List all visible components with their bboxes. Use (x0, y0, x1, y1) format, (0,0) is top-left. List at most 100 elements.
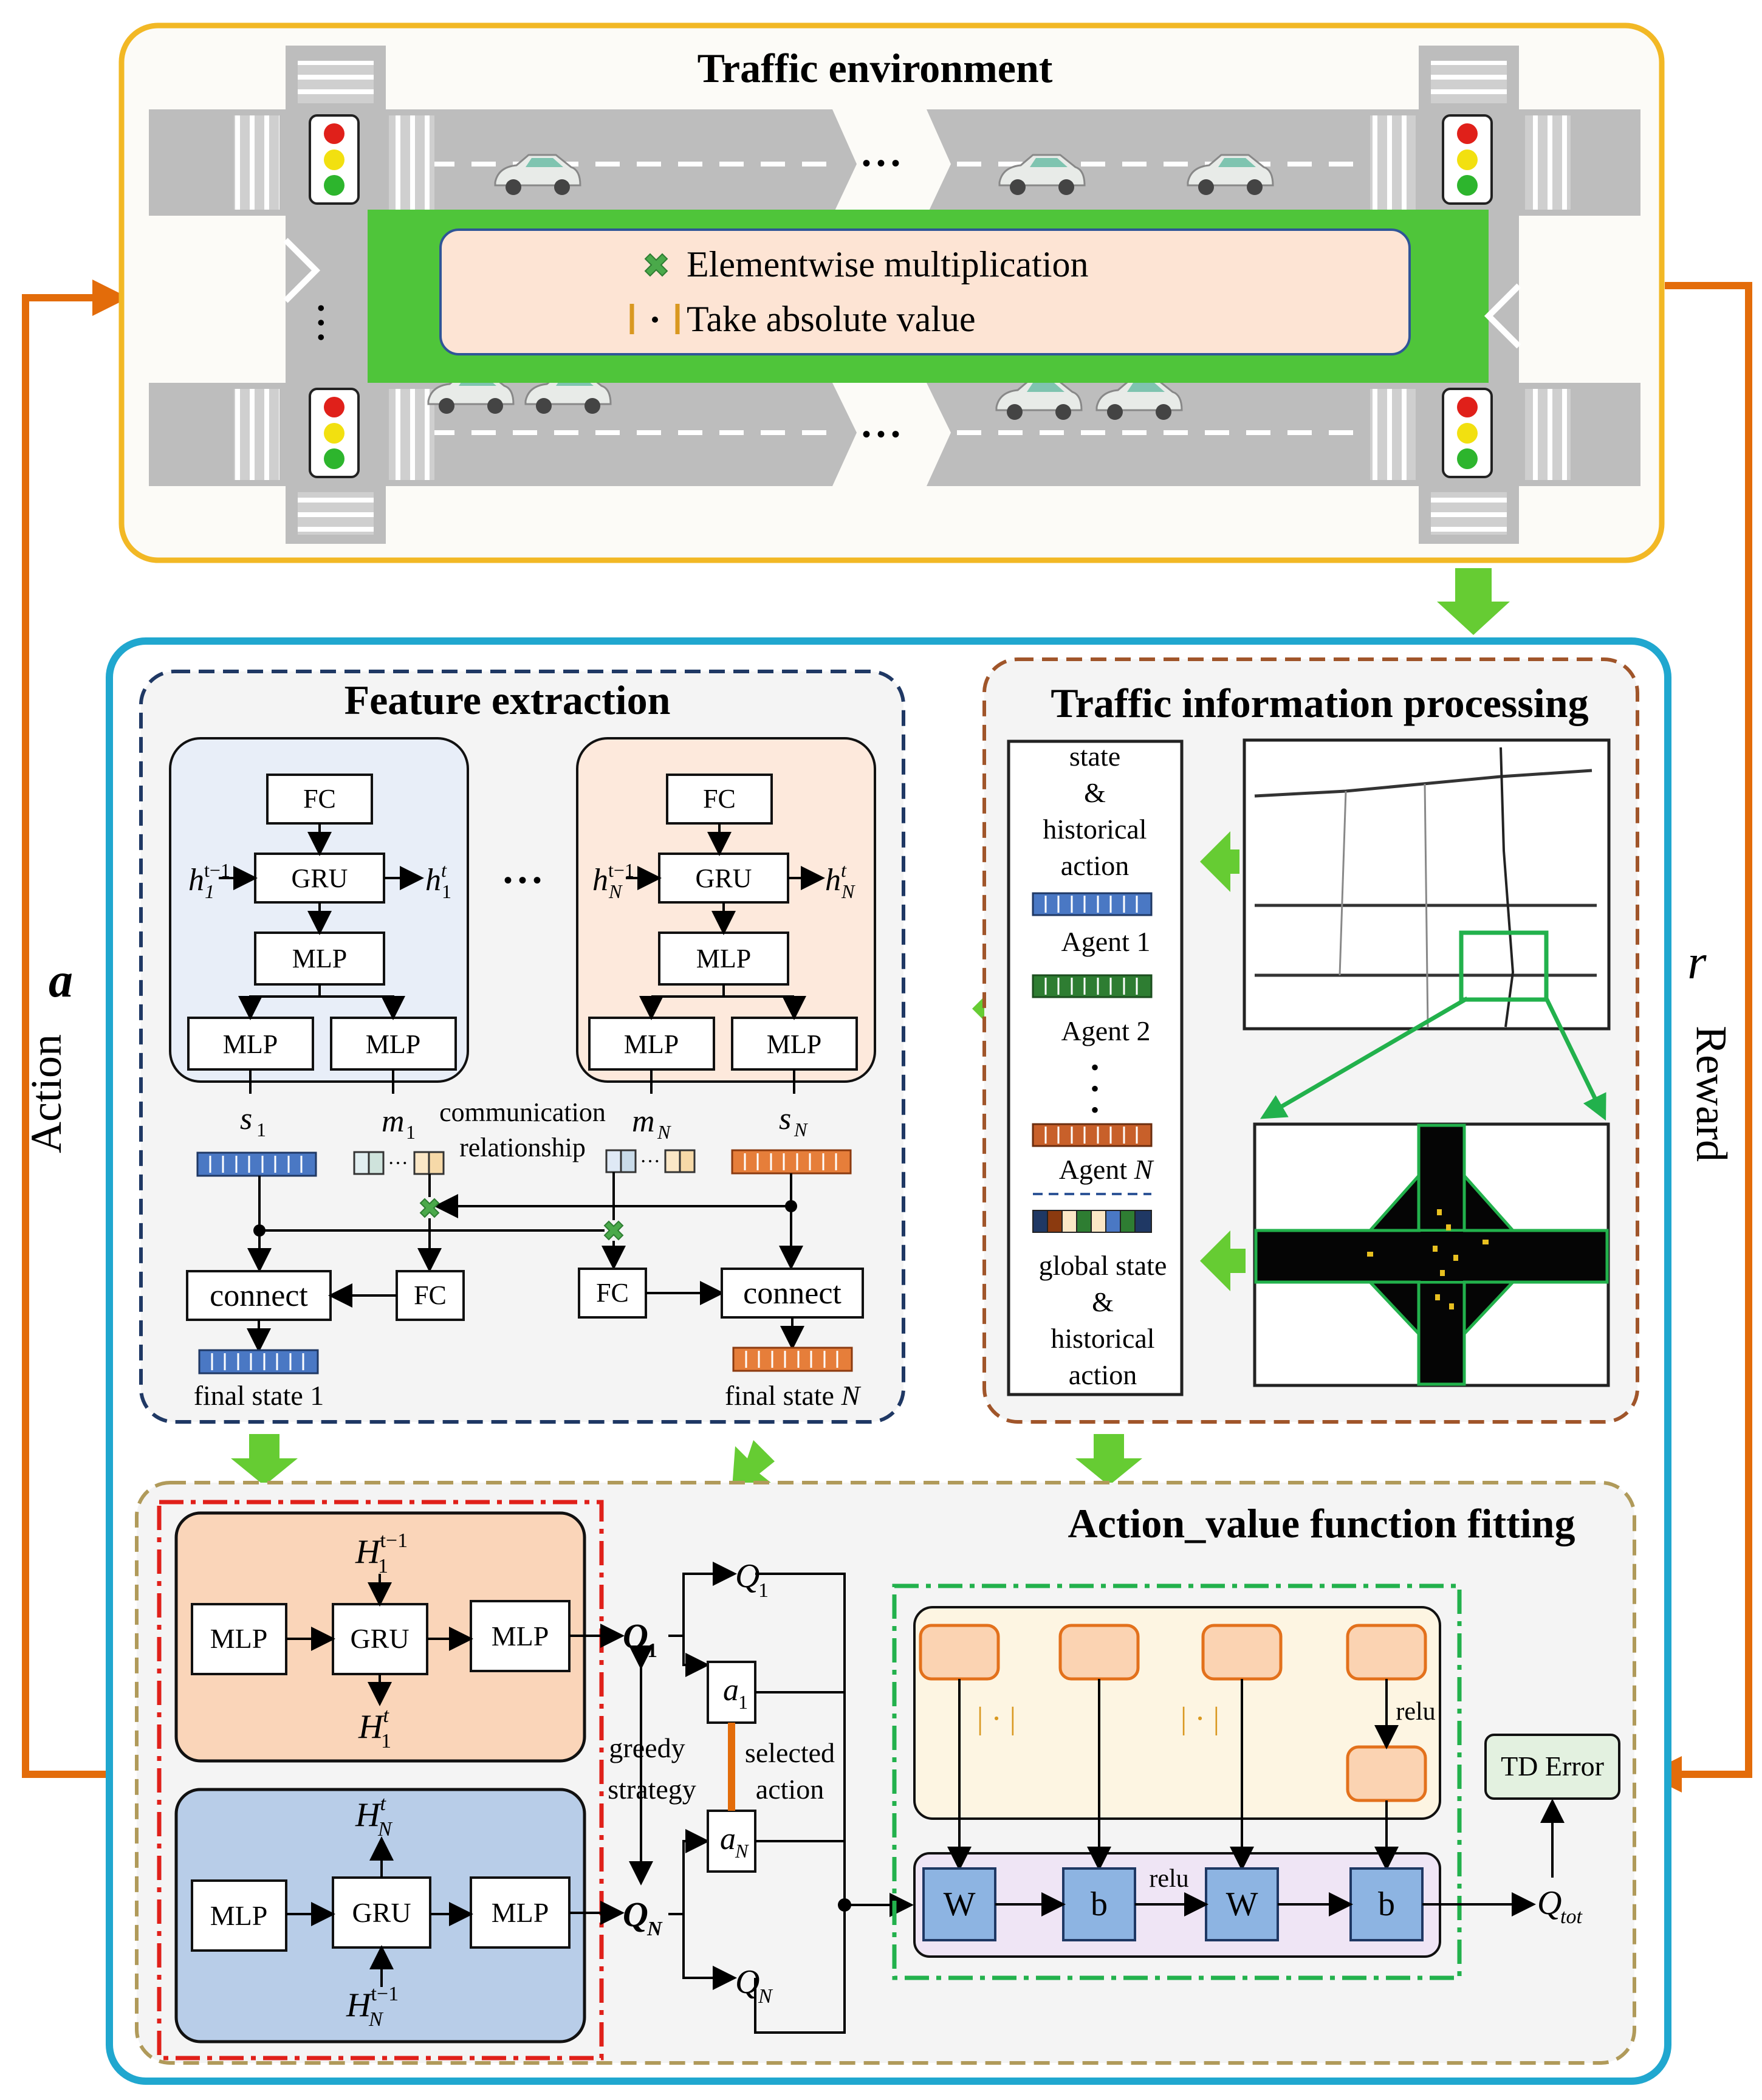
svg-text:MLP: MLP (292, 944, 347, 973)
hyper-node (1201, 1624, 1283, 1681)
svg-text:tot: tot (1560, 1906, 1583, 1928)
svg-text:1: 1 (256, 1119, 266, 1141)
svg-text:MLP: MLP (210, 1623, 268, 1654)
svg-text:N: N (794, 1119, 808, 1141)
env-dots-bottom: • • • (862, 420, 900, 448)
svg-text:1: 1 (381, 1730, 391, 1752)
svg-text:MLP: MLP (210, 1900, 268, 1931)
h1-prev: ht−1 (188, 859, 230, 897)
svg-text:GRU: GRU (292, 863, 348, 893)
svg-text:action: action (1069, 1359, 1137, 1390)
flow-arrow-icon (1200, 831, 1239, 892)
svg-text:GRU: GRU (350, 1623, 409, 1654)
abs-icon: | · | (977, 1701, 1016, 1736)
svg-text:1: 1 (442, 880, 451, 902)
sN-label: s (779, 1102, 791, 1136)
HN-prev: Ht−1 (346, 1983, 399, 2024)
svg-text:MLP: MLP (624, 1029, 679, 1059)
fe-dots: • • • (504, 866, 541, 894)
agentN-label: Agent N (1059, 1154, 1154, 1185)
svg-text:1: 1 (378, 1555, 388, 1577)
svg-text:N: N (646, 1918, 663, 1940)
svg-text:&: & (1092, 1286, 1114, 1317)
svg-text:b: b (1091, 1886, 1108, 1923)
env-dots-top: • • • (862, 149, 900, 177)
svg-text:W: W (944, 1886, 976, 1923)
svg-text:MLP: MLP (366, 1029, 420, 1059)
multiply-icon (644, 253, 668, 277)
action-label: Action (22, 1034, 70, 1153)
svg-text:1: 1 (406, 1121, 416, 1143)
multiply-icon (419, 1198, 440, 1218)
agent2-label: Agent 2 (1061, 1015, 1151, 1046)
agent-network-group (157, 1500, 604, 2061)
svg-text:N: N (377, 1818, 393, 1841)
abs-icon (629, 304, 680, 334)
Q1-out-label: Q (735, 1557, 759, 1595)
svg-text:&: & (1084, 777, 1106, 808)
hyper-node (1346, 1624, 1427, 1681)
tip-title: Traffic information processing (1051, 680, 1588, 726)
state-vector-N (731, 1149, 852, 1175)
legend-multiply-text: Elementwise multiplication (687, 244, 1089, 284)
fc-box (396, 1270, 465, 1321)
svg-text:connect: connect (743, 1276, 842, 1311)
multiply-icon (603, 1220, 624, 1241)
car-icon (1095, 379, 1183, 420)
car-icon (494, 154, 581, 195)
traffic-light-icon (309, 114, 360, 205)
hyper-node (919, 1624, 1000, 1681)
map-selection-box (1459, 930, 1549, 1002)
gru-box (658, 853, 789, 904)
feature-extraction-panel: Feature extraction FC GRU MLP MLP MLP ht… (139, 670, 905, 1424)
flow-arrow-icon (1200, 1230, 1246, 1291)
flow-arrow-icon (231, 1434, 298, 1486)
state-vector-1 (196, 1151, 317, 1177)
svg-text:MLP: MLP (696, 944, 751, 973)
svg-text:•: • (1091, 1096, 1099, 1124)
mlp-state-box (187, 1017, 314, 1071)
svg-text:GRU: GRU (352, 1897, 411, 1928)
td-error-box (1484, 1734, 1620, 1800)
svg-text:action: action (1061, 850, 1129, 881)
Qtot-label: Q (1537, 1884, 1561, 1922)
svg-text:MLP: MLP (492, 1897, 549, 1928)
car-icon (1187, 154, 1274, 195)
s1-label: s (240, 1102, 252, 1136)
svg-text:FC: FC (703, 784, 736, 814)
svg-text:W: W (1226, 1886, 1258, 1923)
weight-box (922, 1867, 996, 1941)
hN-prev: ht−1 (592, 859, 634, 897)
hyper-node (1058, 1624, 1140, 1681)
fe-title: Feature extraction (345, 677, 671, 723)
action-label: action (756, 1774, 824, 1805)
car-icon (995, 379, 1083, 420)
history-vector-orange (1032, 1123, 1153, 1147)
history-vector-blue (1032, 892, 1153, 916)
svg-text:a: a (720, 1822, 736, 1856)
mixing-network-group (892, 1584, 1462, 1980)
svg-text:•: • (1091, 1075, 1099, 1102)
global-vector (1032, 1210, 1152, 1233)
fc-box (266, 774, 373, 825)
flow-arrow-icon (1075, 1434, 1142, 1486)
svg-text:GRU: GRU (696, 863, 752, 893)
svg-text:historical: historical (1043, 814, 1147, 845)
svg-text:FC: FC (414, 1280, 447, 1310)
svg-text:1: 1 (205, 880, 214, 902)
h1-next: ht (425, 859, 447, 897)
selected-label: selected (745, 1737, 835, 1768)
vertical-dots: • (1091, 1054, 1099, 1081)
state-column (1007, 739, 1184, 1396)
hyper-node (1346, 1745, 1427, 1802)
traffic-light-icon (1442, 388, 1493, 478)
relu-label: relu (1396, 1698, 1435, 1726)
traffic-light-icon (309, 388, 360, 478)
greedy-label: greedy (609, 1732, 685, 1763)
svg-text:state: state (1069, 741, 1120, 772)
svg-text:global state: global state (1039, 1250, 1167, 1281)
agent1-label: Agent 1 (1061, 926, 1151, 957)
final-state-1: final state 1 (194, 1380, 324, 1411)
HN-next: Ht (355, 1793, 386, 1834)
